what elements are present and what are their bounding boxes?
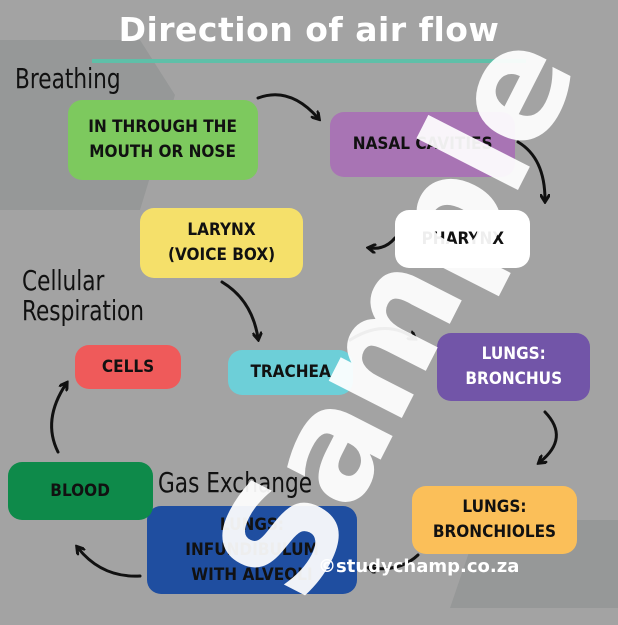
section-label-gas-exchange: Gas Exchange xyxy=(158,466,313,499)
node-infundibulum: LUNGS: INFUNDIBULUM WITH ALVEOLI xyxy=(147,506,357,594)
section-label-cellular-respiration: Cellular Respiration xyxy=(22,264,145,327)
copyright-credit: ©studychamp.co.za xyxy=(318,556,520,577)
node-trachea: TRACHEA xyxy=(228,350,353,395)
node-nasal-cavities: NASAL CAVITIES xyxy=(330,112,515,177)
arrow-larynx-to-trachea xyxy=(220,280,258,338)
node-blood: BLOOD xyxy=(8,462,153,520)
arrow-mouth-to-nasal xyxy=(256,93,318,118)
arrow-infundibulum-to-blood xyxy=(78,548,142,578)
arrow-trachea-to-bronchus xyxy=(348,327,414,342)
arrow-bronchioles-to-infundibulum xyxy=(370,553,420,569)
arrow-nasal-to-pharynx xyxy=(516,140,545,200)
node-bronchus: LUNGS: BRONCHUS xyxy=(437,333,590,401)
node-cells: CELLS xyxy=(75,345,181,389)
arrow-blood-to-cells xyxy=(50,384,66,454)
node-larynx: LARYNX (VOICE BOX) xyxy=(140,208,303,278)
section-label-breathing: Breathing xyxy=(15,62,121,95)
arrow-bronchus-to-bronchioles xyxy=(540,410,558,462)
flow-arrows xyxy=(50,93,558,578)
title-underline xyxy=(92,59,526,63)
page-title: Direction of air flow xyxy=(118,10,500,49)
node-mouth-nose: IN THROUGH THE MOUTH OR NOSE xyxy=(68,100,258,180)
node-bronchioles: LUNGS: BRONCHIOLES xyxy=(412,486,577,554)
arrow-pharynx-to-larynx xyxy=(370,236,397,248)
node-pharynx: PHARYNX xyxy=(395,210,530,268)
